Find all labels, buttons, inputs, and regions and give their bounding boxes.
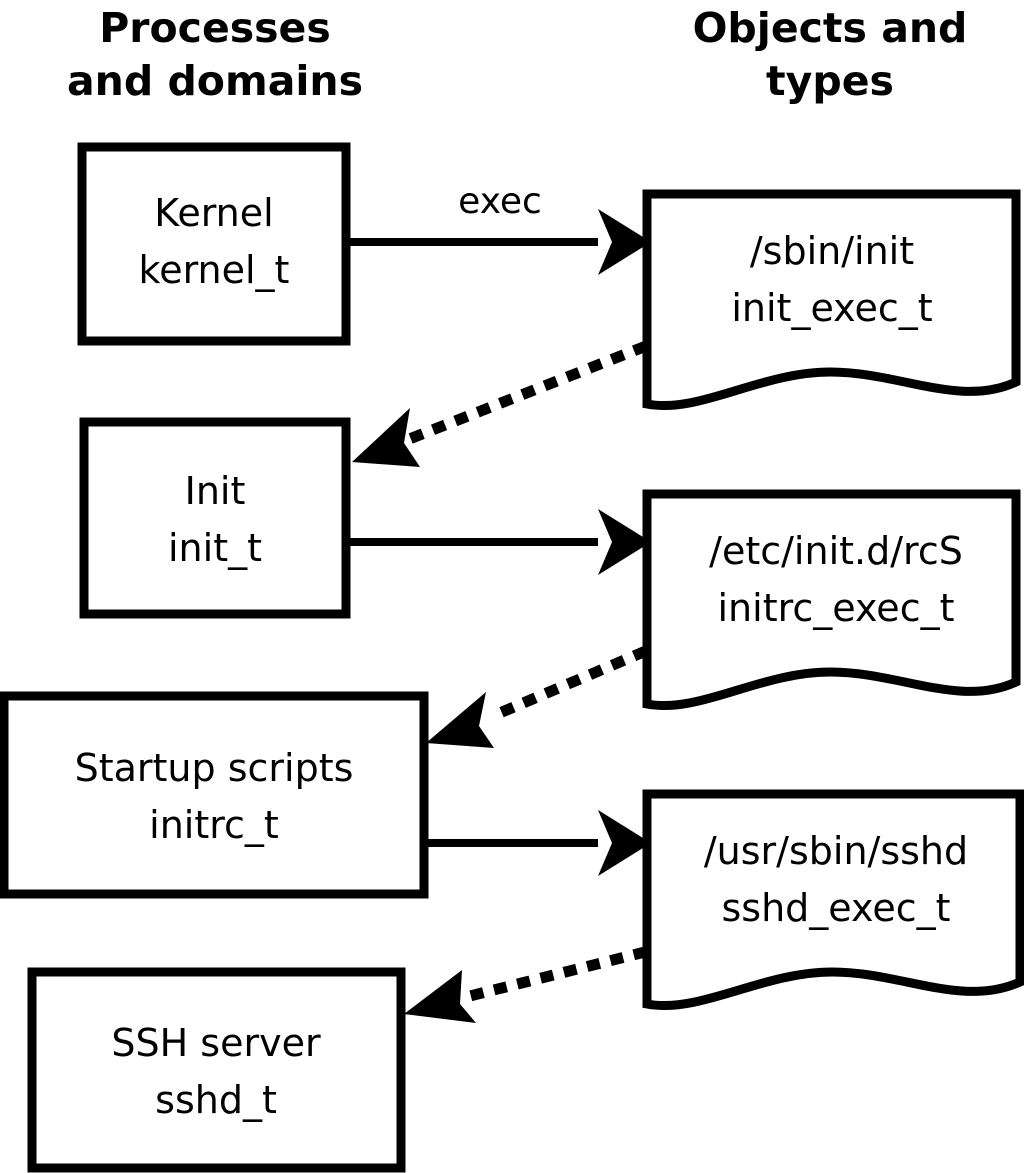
- column-header-objects-line2: types: [766, 57, 894, 105]
- column-header-processes-line1: Processes: [99, 4, 331, 52]
- object-node-sshd-exec[interactable]: /usr/sbin/sshd sshd_exec_t: [642, 789, 1024, 1010]
- process-node-sshd-line2: sshd_t: [155, 1078, 277, 1122]
- edge-label-exec: exec: [458, 181, 542, 222]
- edge-init-exec-initrc-exec-arrowhead: [598, 509, 651, 575]
- process-node-initrc-line1: Startup scripts: [75, 746, 354, 790]
- edge-initrc-exec-transition-initrc: [426, 645, 649, 748]
- edge-init-exec-transition-init-arrowhead: [352, 408, 420, 467]
- process-node-sshd[interactable]: SSH server sshd_t: [27, 967, 406, 1173]
- object-node-initrc-exec-line1: /etc/init.d/rcS: [709, 529, 963, 573]
- process-node-init-line1: Init: [185, 469, 246, 513]
- edge-initrc-exec-sshd-exec: [424, 810, 651, 876]
- column-header-processes: Processes and domains: [67, 4, 363, 105]
- process-node-initrc-line2: initrc_t: [149, 803, 279, 847]
- process-node-kernel-box: [77, 142, 351, 346]
- object-node-sshd-exec-shape: [642, 789, 1024, 1010]
- edge-initrc-exec-sshd-exec-arrowhead: [598, 810, 651, 876]
- edge-init-exec-initrc-exec: [346, 509, 651, 575]
- object-node-initrc-exec-shape: [642, 489, 1021, 710]
- process-node-kernel-line2: kernel_t: [139, 248, 290, 292]
- edge-sshd-exec-transition-sshd-arrowhead: [404, 970, 476, 1023]
- process-node-kernel[interactable]: Kernel kernel_t: [77, 142, 351, 346]
- object-node-sshd-exec-line1: /usr/sbin/sshd: [704, 829, 968, 873]
- edge-initrc-exec-transition-initrc-line: [480, 645, 649, 726]
- object-node-initrc-exec-line2: initrc_exec_t: [718, 586, 955, 630]
- object-node-init-exec-line1: /sbin/init: [750, 229, 914, 273]
- edge-sshd-exec-transition-sshd: [404, 946, 648, 1023]
- object-node-init-exec-shape: [642, 189, 1021, 410]
- process-node-init-line2: init_t: [168, 526, 262, 570]
- process-node-initrc-box: [0, 691, 429, 899]
- column-header-objects: Objects and types: [693, 4, 968, 105]
- object-node-sshd-exec-line2: sshd_exec_t: [721, 886, 950, 930]
- edge-kernel-exec-init-exec: exec: [346, 181, 651, 275]
- object-node-initrc-exec[interactable]: /etc/init.d/rcS initrc_exec_t: [642, 489, 1021, 710]
- process-node-kernel-line1: Kernel: [154, 191, 273, 235]
- edge-initrc-exec-transition-initrc-arrowhead: [426, 692, 494, 748]
- edge-init-exec-transition-init-line: [404, 340, 649, 446]
- edge-kernel-exec-init-exec-arrowhead: [598, 209, 651, 275]
- column-header-processes-line2: and domains: [67, 57, 363, 105]
- edge-init-exec-transition-init: [352, 340, 649, 467]
- process-node-sshd-line1: SSH server: [111, 1021, 321, 1065]
- process-node-init[interactable]: Init init_t: [79, 417, 351, 619]
- object-node-init-exec-line2: init_exec_t: [731, 286, 932, 330]
- process-node-initrc[interactable]: Startup scripts initrc_t: [0, 691, 429, 899]
- column-header-objects-line1: Objects and: [693, 4, 968, 52]
- edge-sshd-exec-transition-sshd-line: [459, 946, 648, 1004]
- object-node-init-exec[interactable]: /sbin/init init_exec_t: [642, 189, 1021, 410]
- process-node-sshd-box: [27, 967, 406, 1173]
- process-node-init-box: [79, 417, 351, 619]
